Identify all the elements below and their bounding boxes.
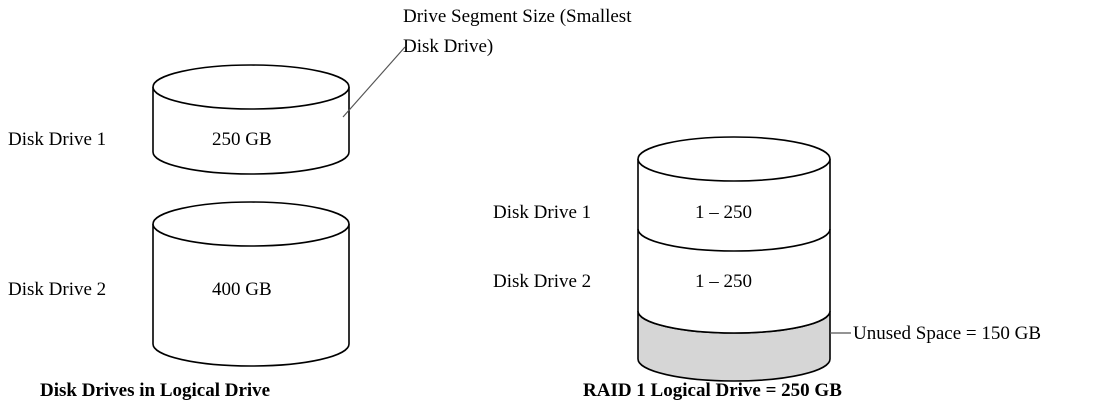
disk-drive-2-cylinder [152,201,350,367]
left-drive-1-label: Disk Drive 1 [8,129,106,150]
left-drive-2-capacity: 400 GB [212,279,272,300]
unused-space-label: Unused Space = 150 GB [853,323,1041,344]
right-caption: RAID 1 Logical Drive = 250 GB [583,380,842,401]
segment-size-leader-line [342,46,406,118]
right-drive-2-label: Disk Drive 2 [493,271,591,292]
segment-size-callout-line-2: Disk Drive) [403,36,493,57]
right-drive-2-range: 1 – 250 [695,271,752,292]
left-drive-1-capacity: 250 GB [212,129,272,150]
drive-divider [637,228,831,252]
right-drive-1-label: Disk Drive 1 [493,202,591,223]
raid1-logical-drive-cylinder [637,136,831,382]
left-drive-2-label: Disk Drive 2 [8,279,106,300]
right-drive-1-range: 1 – 250 [695,202,752,223]
left-caption: Disk Drives in Logical Drive [40,380,270,401]
used-space-segment [637,159,831,334]
segment-size-callout-line-1: Drive Segment Size (Smallest [403,6,632,27]
disk-drive-1-cylinder [152,64,350,175]
